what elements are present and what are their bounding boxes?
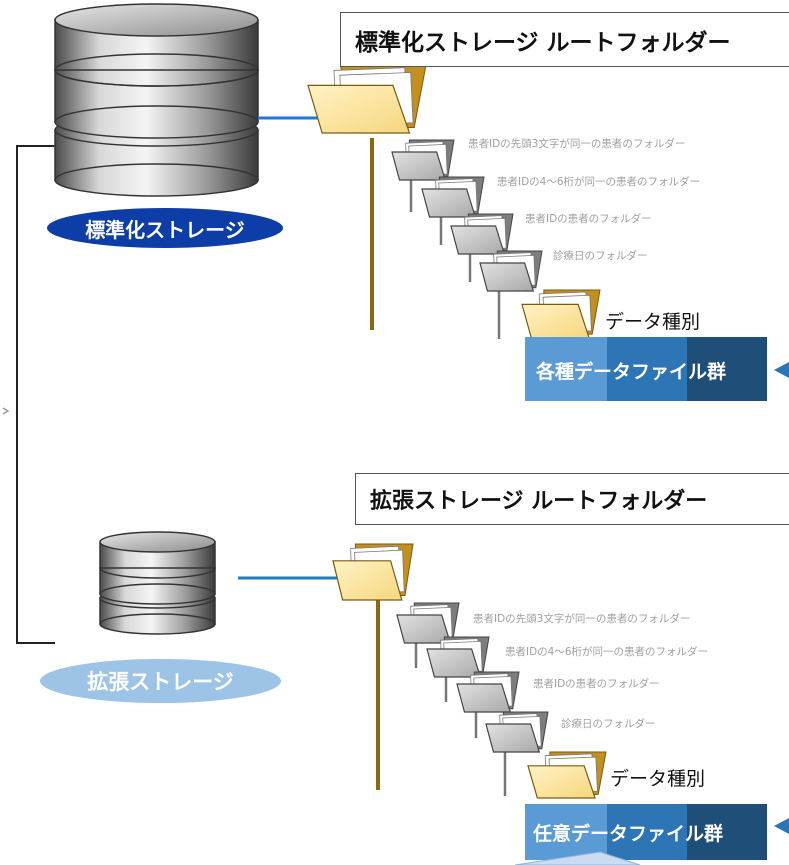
- standard-root-folder-icon: [307, 64, 427, 134]
- extended-pointer-arrow-icon: [774, 818, 789, 834]
- standard-level3-folder-icon: [450, 213, 514, 255]
- storage-link-bracket: [16, 145, 55, 644]
- extended-files-label: 任意データファイル群: [532, 822, 723, 845]
- standard-root-folder-title: 標準化ストレージ ルートフォルダー: [340, 12, 789, 67]
- extended-files-banner: 任意データファイル群: [514, 804, 789, 865]
- extended-root-folder-icon: [332, 543, 414, 601]
- standard-level2-folder-icon: [421, 176, 485, 218]
- standard-data-type-folder-icon: [521, 289, 601, 339]
- extended-folder-label-1: 患者IDの先頭3文字が同一の患者のフォルダー: [473, 612, 690, 625]
- extended-data-type-folder-icon: [527, 751, 607, 799]
- extended-folder-label-2: 患者IDの4～6桁が同一の患者のフォルダー: [505, 645, 708, 658]
- standard-pointer-arrow-icon: [774, 362, 789, 378]
- standard-folder-label-4: 診療日のフォルダー: [553, 249, 648, 262]
- standard-folder-label-3: 患者IDの患者のフォルダー: [525, 212, 652, 225]
- standard-data-type-label: データ種別: [605, 311, 700, 333]
- standard-level4-folder-icon: [479, 250, 543, 292]
- standard-files-label: 各種データファイル群: [535, 360, 726, 383]
- extended-callout-shape: [514, 851, 641, 865]
- side-arrow-icon: [2, 407, 10, 415]
- standard-files-banner: 各種データファイル群: [525, 337, 789, 401]
- extended-folder-label-4: 診療日のフォルダー: [561, 717, 656, 730]
- extended-root-folder-title: 拡張ストレージ ルートフォルダー: [355, 473, 789, 525]
- extended-storage-database-icon: [99, 531, 216, 635]
- extended-level4-folder-icon: [485, 711, 549, 753]
- standard-level1-folder-icon: [391, 139, 455, 181]
- standard-storage-database-icon: [54, 3, 259, 197]
- extended-level3-folder-icon: [456, 671, 520, 713]
- standard-folder-label-2: 患者IDの4～6桁が同一の患者のフォルダー: [497, 175, 700, 188]
- standard-folder-label-1: 患者IDの先頭3文字が同一の患者のフォルダー: [468, 137, 685, 150]
- extended-level1-folder-icon: [396, 602, 460, 644]
- standard-storage-badge: 標準化ストレージ: [47, 208, 283, 248]
- extended-level2-folder-icon: [426, 636, 490, 678]
- extended-data-type-label: データ種別: [610, 768, 705, 790]
- extended-storage-badge: 拡張ストレージ: [40, 659, 281, 703]
- extended-folder-label-3: 患者IDの患者のフォルダー: [533, 677, 660, 690]
